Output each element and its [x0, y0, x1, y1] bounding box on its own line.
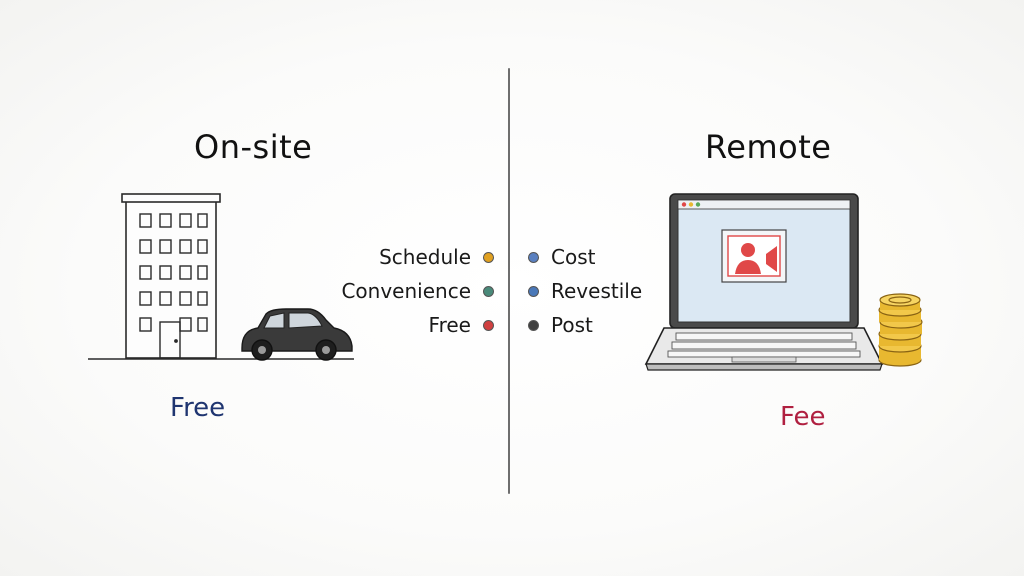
bullet-dot-icon: [483, 251, 494, 263]
remote-price: Fee: [780, 402, 826, 432]
on-site-price: Free: [170, 393, 226, 423]
label-text: Free: [428, 313, 471, 337]
label-text: Schedule: [379, 245, 471, 269]
list-item: Revestile: [528, 274, 642, 308]
list-item: Convenience: [341, 274, 494, 308]
on-site-title: On-site: [194, 128, 313, 166]
list-item: Post: [528, 308, 642, 342]
label-text: Convenience: [341, 279, 471, 303]
bullet-dot-icon: [528, 285, 539, 297]
list-item: Schedule: [341, 240, 494, 274]
building-and-car-illustration: [88, 193, 354, 361]
laptop-and-coins-illustration: [644, 193, 923, 371]
bullet-dot-icon: [528, 319, 539, 331]
laptop-icon: [644, 193, 884, 371]
bullet-dot-icon: [483, 285, 494, 297]
bullet-dot-icon: [528, 251, 539, 263]
car-icon: [241, 308, 353, 361]
bullet-dot-icon: [483, 319, 494, 331]
remote-title: Remote: [705, 128, 832, 166]
on-site-labels: Schedule Convenience Free: [341, 240, 494, 342]
remote-labels: Cost Revestile Post: [528, 240, 642, 342]
video-call-icon: [721, 229, 787, 283]
coin-stack-icon: [878, 293, 923, 367]
building-icon: [121, 193, 221, 359]
label-text: Cost: [551, 245, 596, 269]
center-divider: [508, 68, 510, 494]
list-item: Free: [341, 308, 494, 342]
label-text: Revestile: [551, 279, 643, 303]
label-text: Post: [551, 313, 593, 337]
list-item: Cost: [528, 240, 642, 274]
